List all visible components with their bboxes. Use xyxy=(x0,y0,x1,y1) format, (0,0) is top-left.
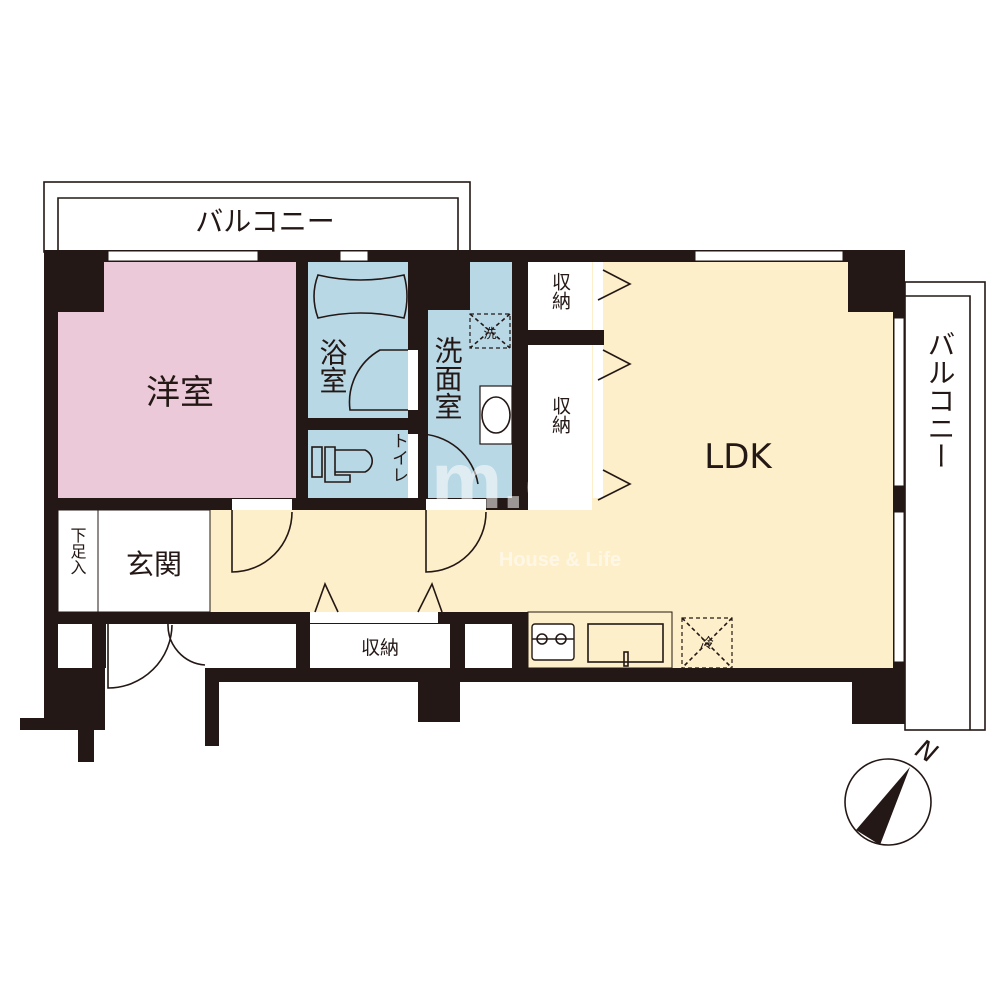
storage-small-left xyxy=(58,624,92,668)
balcony-top-label: バルコニー xyxy=(195,205,334,238)
fridge-space-icon: 冷 xyxy=(681,617,733,669)
bathtub-icon xyxy=(313,274,408,319)
entrance-label: 玄関 xyxy=(126,548,182,581)
toilet-label: トイレ xyxy=(388,432,408,483)
fridge-label: 冷 xyxy=(700,636,714,652)
kitchen-sink-icon xyxy=(587,623,664,667)
storage-mid-label: 収納 xyxy=(549,396,571,434)
shoe-storage-label: 下足入 xyxy=(68,527,87,575)
compass-label: N xyxy=(910,734,942,770)
watermark-tagline: House & Life xyxy=(499,549,621,571)
watermark: m.c House & Life xyxy=(431,436,621,571)
stove-icon xyxy=(531,623,575,661)
watermark-logo: m.c xyxy=(431,436,569,525)
bath-label: 浴室 xyxy=(316,338,349,394)
bedroom-label: 洋室 xyxy=(146,373,214,413)
north-arrow-icon: N xyxy=(844,734,942,846)
washer-space-icon: 洗 xyxy=(469,313,511,349)
room-toilet xyxy=(308,430,418,498)
storage-small-right xyxy=(465,624,512,668)
washer-label: 洗 xyxy=(483,327,496,342)
toilet-icon xyxy=(311,446,373,483)
room-ldk xyxy=(592,262,893,668)
doors xyxy=(107,262,632,689)
balcony-right-label: バルコニー xyxy=(924,330,957,470)
balcony-top xyxy=(43,181,471,253)
storage-mid xyxy=(528,345,592,498)
windows xyxy=(107,250,905,663)
storage-small-mid xyxy=(219,624,296,668)
storage-top-label: 収納 xyxy=(549,272,571,310)
ldk-label: LDK xyxy=(704,437,773,477)
storage-hall xyxy=(310,624,450,668)
balcony-right xyxy=(904,281,986,731)
storage-hall-label: 収納 xyxy=(361,637,399,659)
sink-icon xyxy=(479,385,513,445)
room-bath xyxy=(308,262,418,418)
hallway xyxy=(210,510,604,612)
kitchen-counter xyxy=(527,611,673,669)
storage-top xyxy=(528,262,592,330)
washroom-label: 洗面室 xyxy=(431,336,464,420)
